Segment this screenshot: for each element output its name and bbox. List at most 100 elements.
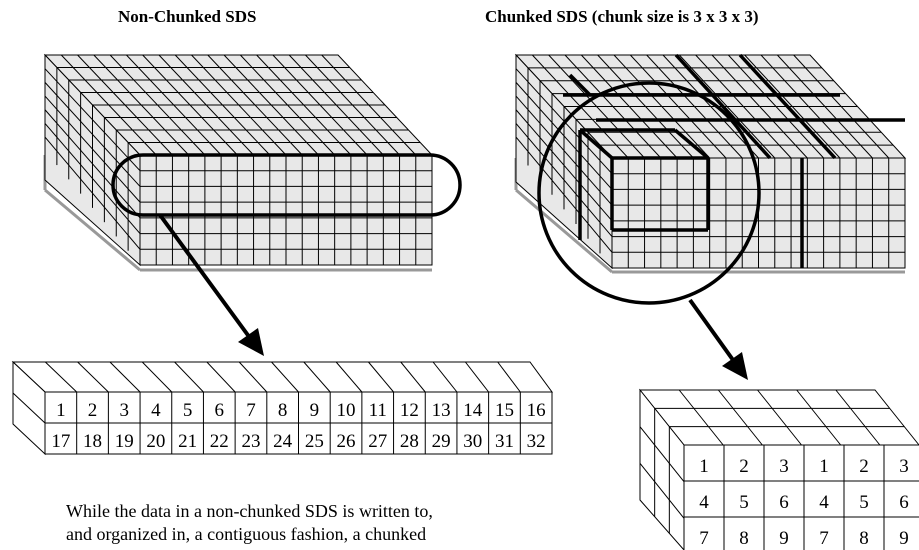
strip-cell-number: 13 xyxy=(432,400,451,421)
chunk-side-grid xyxy=(639,408,685,534)
grid-line xyxy=(44,82,141,187)
grid-line xyxy=(432,361,458,393)
strip-cell-number: 6 xyxy=(215,400,225,421)
grid-line xyxy=(757,389,802,446)
non-chunked-cube xyxy=(43,53,462,356)
strip-cell-number: 8 xyxy=(278,400,288,421)
strip-cell-number: 29 xyxy=(432,431,451,452)
strip-cell-number: 12 xyxy=(400,400,419,421)
caption-line-1: While the data in a non-chunked SDS is w… xyxy=(66,501,433,521)
arrow-line xyxy=(688,298,735,362)
chunk-boundary xyxy=(673,128,710,160)
grid-line xyxy=(238,361,268,393)
chunk-cell-number: 7 xyxy=(699,528,709,549)
grid-line xyxy=(368,361,394,393)
strip-cell-number: 16 xyxy=(527,400,546,421)
strip-cell-number: 14 xyxy=(463,400,483,421)
strip-cell-number: 11 xyxy=(369,400,387,421)
chunk-block xyxy=(638,388,919,550)
chunk-cell-number: 1 xyxy=(819,456,829,477)
chunk-front-grid xyxy=(684,445,919,550)
chunk-top-grid xyxy=(654,389,905,446)
chunk-cell-number: 3 xyxy=(899,456,909,477)
grid-line xyxy=(174,361,204,393)
caption-line-2: and organized in, a contiguous fashion, … xyxy=(66,524,426,544)
grid-line xyxy=(44,361,78,393)
chunk-cell-number: 6 xyxy=(899,492,909,513)
strip-cell-number: 2 xyxy=(88,400,98,421)
chunk-boundary xyxy=(568,73,592,97)
chunk-cell-number: 5 xyxy=(859,492,869,513)
chunk-cell-number: 5 xyxy=(739,492,749,513)
strip-cell-number: 18 xyxy=(83,431,102,452)
chunk-cell-number: 9 xyxy=(899,528,909,549)
grid-line xyxy=(639,463,685,519)
grid-line xyxy=(678,389,724,446)
grid-line xyxy=(515,123,613,237)
grid-line xyxy=(400,361,426,393)
grid-line xyxy=(335,361,363,393)
strip-cell-number: 1 xyxy=(56,400,66,421)
arrow-line xyxy=(158,213,252,340)
chunk-cell-number: 3 xyxy=(779,456,789,477)
grid-line xyxy=(44,68,141,172)
strip-cell-number: 23 xyxy=(241,431,260,452)
grid-line xyxy=(44,109,141,219)
strip-cell-number: 26 xyxy=(337,431,356,452)
grid-line xyxy=(639,426,685,482)
strip-cell-number: 21 xyxy=(178,431,197,452)
chunk-cell-number: 4 xyxy=(819,492,829,513)
chunk-boundary xyxy=(674,53,772,160)
grid-line xyxy=(717,389,763,446)
grid-line xyxy=(141,361,173,393)
chunk-cell-number: 8 xyxy=(859,528,869,549)
grid-line xyxy=(303,361,331,393)
chunk-boundary xyxy=(578,128,614,160)
grid-line xyxy=(44,95,141,203)
chunk-cell-number: 1 xyxy=(699,456,709,477)
chunk-cell-number: 2 xyxy=(859,456,869,477)
strip-top-grid xyxy=(44,361,521,393)
left-title: Non-Chunked SDS xyxy=(118,7,256,26)
cube-shadow-edge xyxy=(44,188,141,272)
grid-line xyxy=(515,109,613,222)
chunk-boundary xyxy=(738,53,837,160)
chunk-cell-number: 6 xyxy=(779,492,789,513)
cube-top-grid xyxy=(56,54,421,156)
strip-cell-number: 10 xyxy=(337,400,356,421)
strip-cell-number: 22 xyxy=(210,431,229,452)
right-title: Chunked SDS (chunk size is 3 x 3 x 3) xyxy=(485,7,759,26)
arrow-head xyxy=(722,352,748,380)
strip-cell-number: 30 xyxy=(463,431,482,452)
grid-line xyxy=(515,82,613,190)
arrow-head xyxy=(238,328,264,356)
strip-cell-number: 27 xyxy=(368,431,387,452)
strip-top-face xyxy=(11,361,553,393)
grid-line xyxy=(206,361,236,393)
grid-line xyxy=(109,361,141,393)
grid-line xyxy=(464,361,490,393)
grid-line xyxy=(44,136,141,250)
strip-cell-number: 4 xyxy=(151,400,161,421)
row-highlight-ellipse xyxy=(111,153,462,217)
grid-line xyxy=(515,95,613,206)
strip-cell-number: 7 xyxy=(246,400,256,421)
cube-top-grid xyxy=(528,54,894,159)
strip-cell-number: 5 xyxy=(183,400,193,421)
grid-line xyxy=(44,123,141,234)
chunk-cell-number: 9 xyxy=(779,528,789,549)
strip-cell-number: 25 xyxy=(305,431,324,452)
grid-line xyxy=(497,361,521,393)
chunk-cell-number: 2 xyxy=(739,456,749,477)
cube-shadow-edge xyxy=(515,188,613,274)
strip-cell-number: 17 xyxy=(51,431,70,452)
strip-side-divider xyxy=(12,392,46,424)
strip-cell-number: 24 xyxy=(273,431,293,452)
non-chunked-row-strip xyxy=(11,360,553,456)
strip-cell-number: 28 xyxy=(400,431,419,452)
chunk-cell-number: 7 xyxy=(819,528,829,549)
grid-line xyxy=(835,389,881,446)
